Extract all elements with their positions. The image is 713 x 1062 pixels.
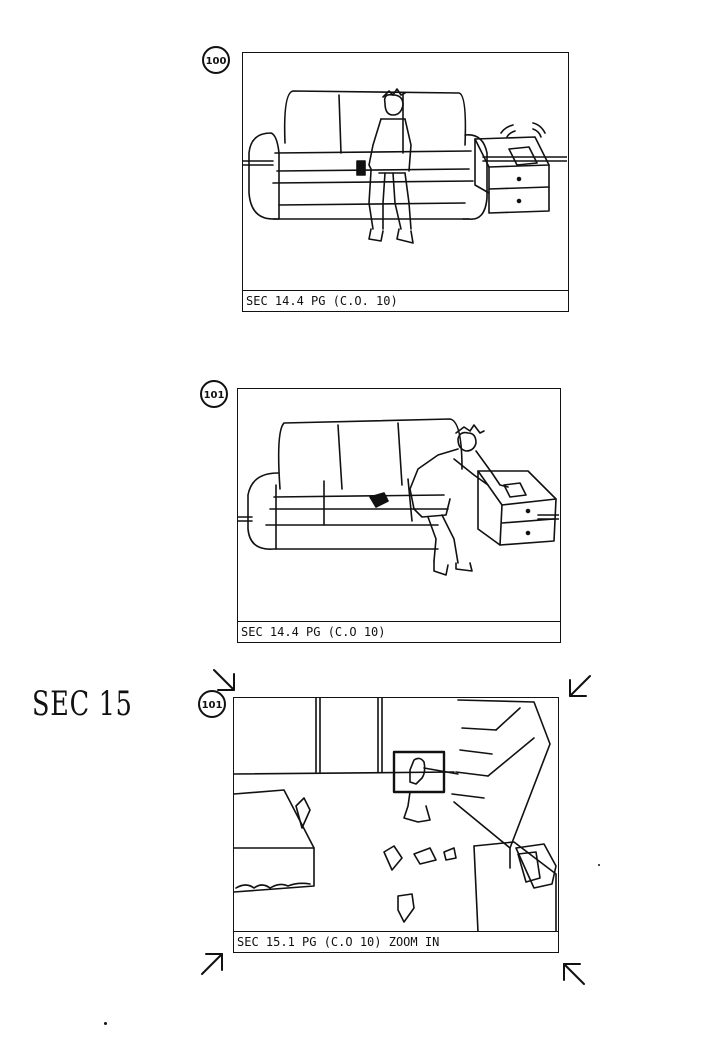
panel-number-3: 101 bbox=[198, 690, 226, 718]
sketch-man-on-sofa bbox=[243, 88, 567, 244]
sketch-room-zoom-in bbox=[234, 698, 557, 932]
storyboard-frame-1: SEC 14.4 PG (C.O. 10) bbox=[242, 52, 569, 312]
panel-number-2: 101 bbox=[200, 380, 228, 408]
section-label: SEC 15 bbox=[32, 684, 133, 724]
stray-mark bbox=[104, 1022, 107, 1025]
panel-caption-2: SEC 14.4 PG (C.O 10) bbox=[238, 621, 560, 642]
storyboard-frame-3: SEC 15.1 PG (C.O 10) ZOOM IN bbox=[233, 697, 559, 953]
panel-caption-3: SEC 15.1 PG (C.O 10) ZOOM IN bbox=[234, 931, 558, 952]
zoom-in-arrow-icon bbox=[213, 669, 235, 691]
sketch-man-reaching-phone bbox=[238, 418, 559, 576]
zoom-in-arrow-icon bbox=[201, 953, 223, 975]
zoom-in-arrow-icon bbox=[569, 675, 591, 697]
zoom-in-arrow-icon bbox=[563, 963, 585, 985]
panel-number-1: 100 bbox=[202, 46, 230, 74]
storyboard-frame-2: SEC 14.4 PG (C.O 10) bbox=[237, 388, 561, 643]
panel-caption-1: SEC 14.4 PG (C.O. 10) bbox=[243, 290, 568, 311]
stray-mark bbox=[598, 864, 600, 866]
